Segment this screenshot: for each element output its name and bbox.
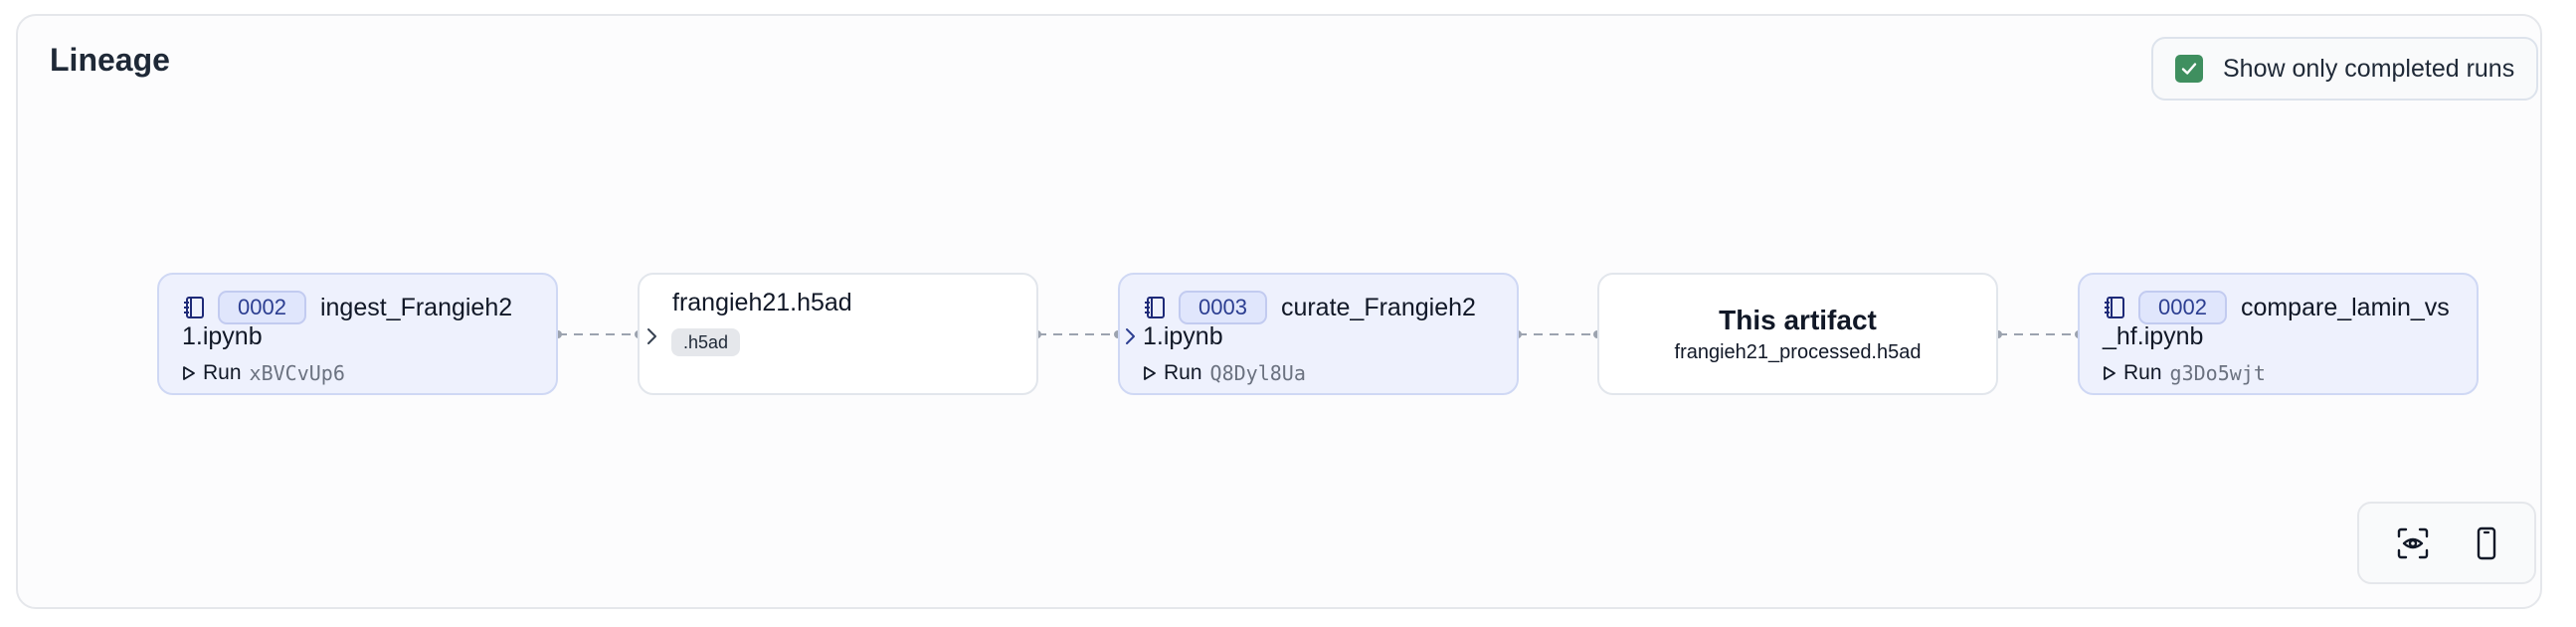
play-icon <box>183 366 195 380</box>
current-artifact-node[interactable]: This artifact frangieh21_processed.h5ad <box>1597 273 1998 395</box>
version-badge: 0003 <box>1179 291 1267 324</box>
play-icon <box>1144 366 1156 380</box>
page-title: Lineage <box>50 42 170 78</box>
current-artifact-title: This artifact <box>1719 305 1877 335</box>
eye-scan-icon[interactable] <box>2395 525 2431 561</box>
completed-runs-filter[interactable]: Show only completed runs <box>2151 37 2538 101</box>
check-icon <box>2181 63 2197 75</box>
run-id: g3Do5wjt <box>2169 361 2266 385</box>
version-badge: 0002 <box>218 291 306 324</box>
version-badge: 0002 <box>2138 291 2227 324</box>
completed-runs-checkbox[interactable] <box>2175 55 2203 83</box>
run-label: Run <box>203 361 242 384</box>
notebook-icon <box>1145 297 1165 318</box>
artifact-node-frangieh21[interactable]: frangieh21.h5ad .h5ad <box>638 273 1038 395</box>
play-icon <box>2104 366 2116 380</box>
completed-runs-label: Show only completed runs <box>2223 54 2515 83</box>
artifact-name: frangieh21.h5ad <box>672 289 852 316</box>
transform-node-curate[interactable]: 0003 curate_Frangieh2 1.ipynb Run Q8Dyl8… <box>1118 273 1519 395</box>
run-id: xBVCvUp6 <box>249 361 345 385</box>
run-label: Run <box>1164 361 1202 384</box>
transform-node-ingest[interactable]: 0002 ingest_Frangieh2 1.ipynb Run xBVCvU… <box>157 273 558 395</box>
transform-node-compare[interactable]: 0002 compare_lamin_vs _hf.ipynb Run g3Do… <box>2078 273 2479 395</box>
transform-name: curate_Frangieh2 <box>1280 293 1476 321</box>
phone-icon[interactable] <box>2469 525 2504 561</box>
transform-name-cont: _hf.ipynb <box>2103 322 2204 350</box>
chevron-right-icon <box>1126 328 1135 344</box>
chevron-right-icon <box>647 328 656 344</box>
suffix-badge: .h5ad <box>671 328 741 356</box>
run-label: Run <box>2123 361 2162 384</box>
run-link[interactable]: Run xBVCvUp6 <box>182 361 345 385</box>
run-link[interactable]: Run Q8Dyl8Ua <box>1143 361 1306 385</box>
notebook-icon <box>2105 297 2124 318</box>
transform-name: compare_lamin_vs <box>2240 293 2450 321</box>
current-artifact-filename: frangieh21_processed.h5ad <box>1674 341 1922 363</box>
run-link[interactable]: Run g3Do5wjt <box>2103 361 2266 385</box>
transform-name-cont: 1.ipynb <box>182 322 263 350</box>
transform-name-cont: 1.ipynb <box>1143 322 1223 350</box>
view-controls <box>2357 502 2536 584</box>
transform-name: ingest_Frangieh2 <box>319 293 513 321</box>
run-id: Q8Dyl8Ua <box>1209 361 1306 385</box>
notebook-icon <box>184 297 204 318</box>
